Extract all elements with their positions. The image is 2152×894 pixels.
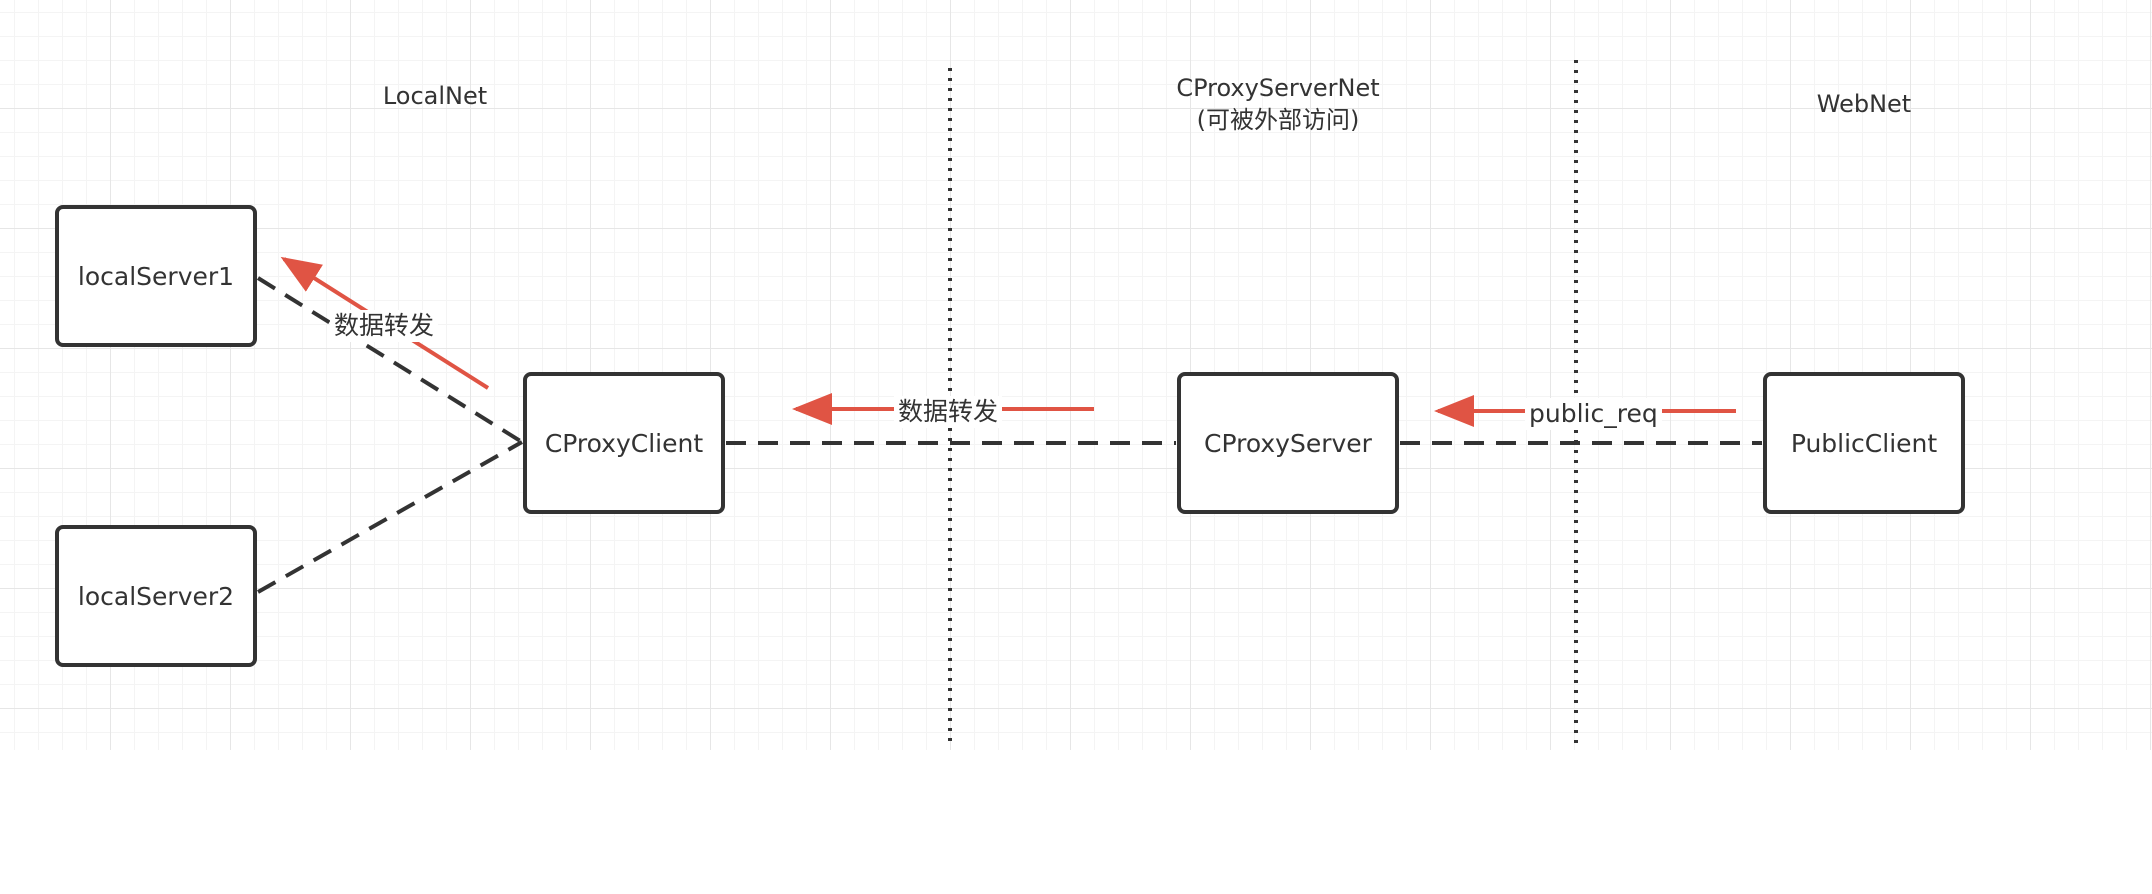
edge-label-public-request: public_req	[1525, 398, 1662, 430]
node-proxy-server-label: CProxyServer	[1204, 428, 1372, 458]
node-proxy-client[interactable]: CProxyClient	[523, 372, 725, 514]
node-proxy-client-label: CProxyClient	[544, 428, 704, 458]
edge-server1-client	[256, 276, 524, 444]
zone-label-cproxyservernet-title: CProxyServerNet	[1176, 74, 1380, 102]
node-proxy-server[interactable]: CProxyServer	[1177, 372, 1399, 514]
node-public-client-label: PublicClient	[1790, 428, 1938, 458]
zone-label-localnet-text: LocalNet	[382, 82, 488, 110]
node-local-server-2[interactable]: localServer2	[55, 525, 257, 667]
node-public-client[interactable]: PublicClient	[1763, 372, 1965, 514]
zone-label-cproxyservernet-subtitle: (可被外部访问)	[1196, 106, 1360, 134]
zone-label-webnet: WebNet	[1764, 88, 1964, 120]
node-local-server-1-label: localServer1	[77, 261, 235, 291]
edge-server2-client	[257, 440, 523, 594]
zone-label-cproxyservernet: CProxyServerNet (可被外部访问)	[1128, 72, 1428, 136]
zone-label-localnet: LocalNet	[335, 80, 535, 112]
edge-label-forward-to-client: 数据转发	[894, 396, 1003, 428]
zone-label-webnet-text: WebNet	[1816, 90, 1912, 118]
node-local-server-1[interactable]: localServer1	[55, 205, 257, 347]
node-local-server-2-label: localServer2	[77, 581, 235, 611]
edge-label-forward-to-local: 数据转发	[330, 310, 439, 342]
